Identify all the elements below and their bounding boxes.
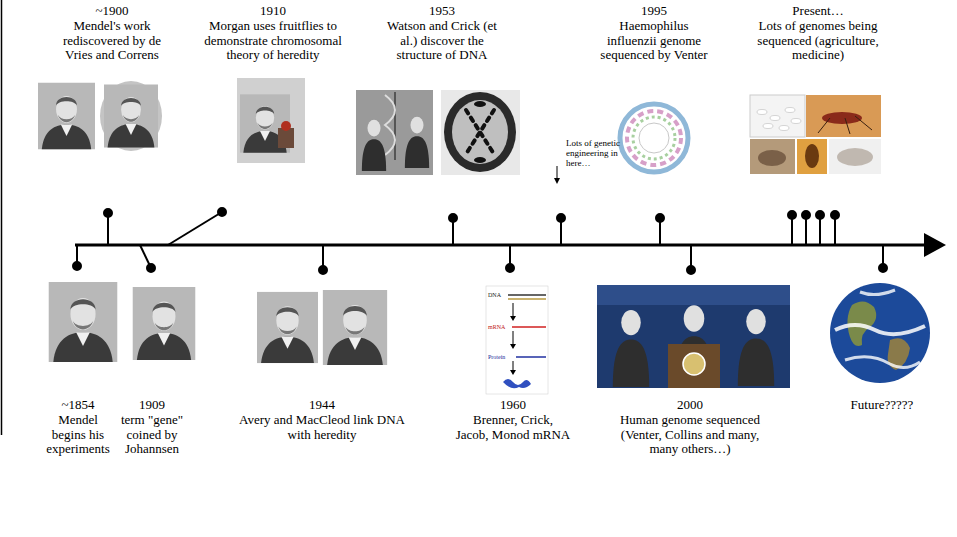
- year-label: 1944: [236, 398, 408, 413]
- event-caption: Human genome sequenced (Venter, Collins …: [609, 413, 771, 457]
- year-label: 2000: [609, 398, 771, 413]
- event-caption: Mendel's work rediscovered by de Vries a…: [51, 19, 173, 63]
- year-label: ~1854: [40, 398, 116, 413]
- event-caption: Haemophilus influenzii genome sequenced …: [598, 19, 710, 63]
- year-label: Present…: [743, 4, 893, 19]
- year-label: 1995: [594, 4, 714, 19]
- year-label: ~1900: [52, 4, 172, 19]
- year-label: 1960: [455, 398, 571, 413]
- event-caption: Avery and MacCleod link DNA with heredit…: [236, 413, 408, 442]
- event-caption: Brenner, Crick, Jacob, Monod mRNA: [455, 413, 571, 442]
- year-label: 1953: [372, 4, 512, 19]
- event-caption: Lots of genomes being sequenced (agricul…: [743, 19, 893, 63]
- note-label: Lots of genetic engineering in here…: [566, 138, 628, 168]
- year-label: 1910: [203, 4, 343, 19]
- year-label: 1909: [116, 398, 188, 413]
- event-caption: Morgan uses fruitflies to demonstrate ch…: [203, 19, 343, 63]
- picture-label: DNA: [488, 292, 508, 299]
- picture-label: mRNA: [488, 324, 512, 331]
- event-caption: term "gene" coined by Johannsen: [116, 413, 188, 457]
- event-caption: Watson and Crick (et al.) discover the s…: [378, 19, 506, 63]
- picture-label: Protein: [488, 354, 516, 361]
- event-caption: Mendel begins his experiments: [40, 413, 116, 457]
- event-caption: Future?????: [832, 398, 932, 413]
